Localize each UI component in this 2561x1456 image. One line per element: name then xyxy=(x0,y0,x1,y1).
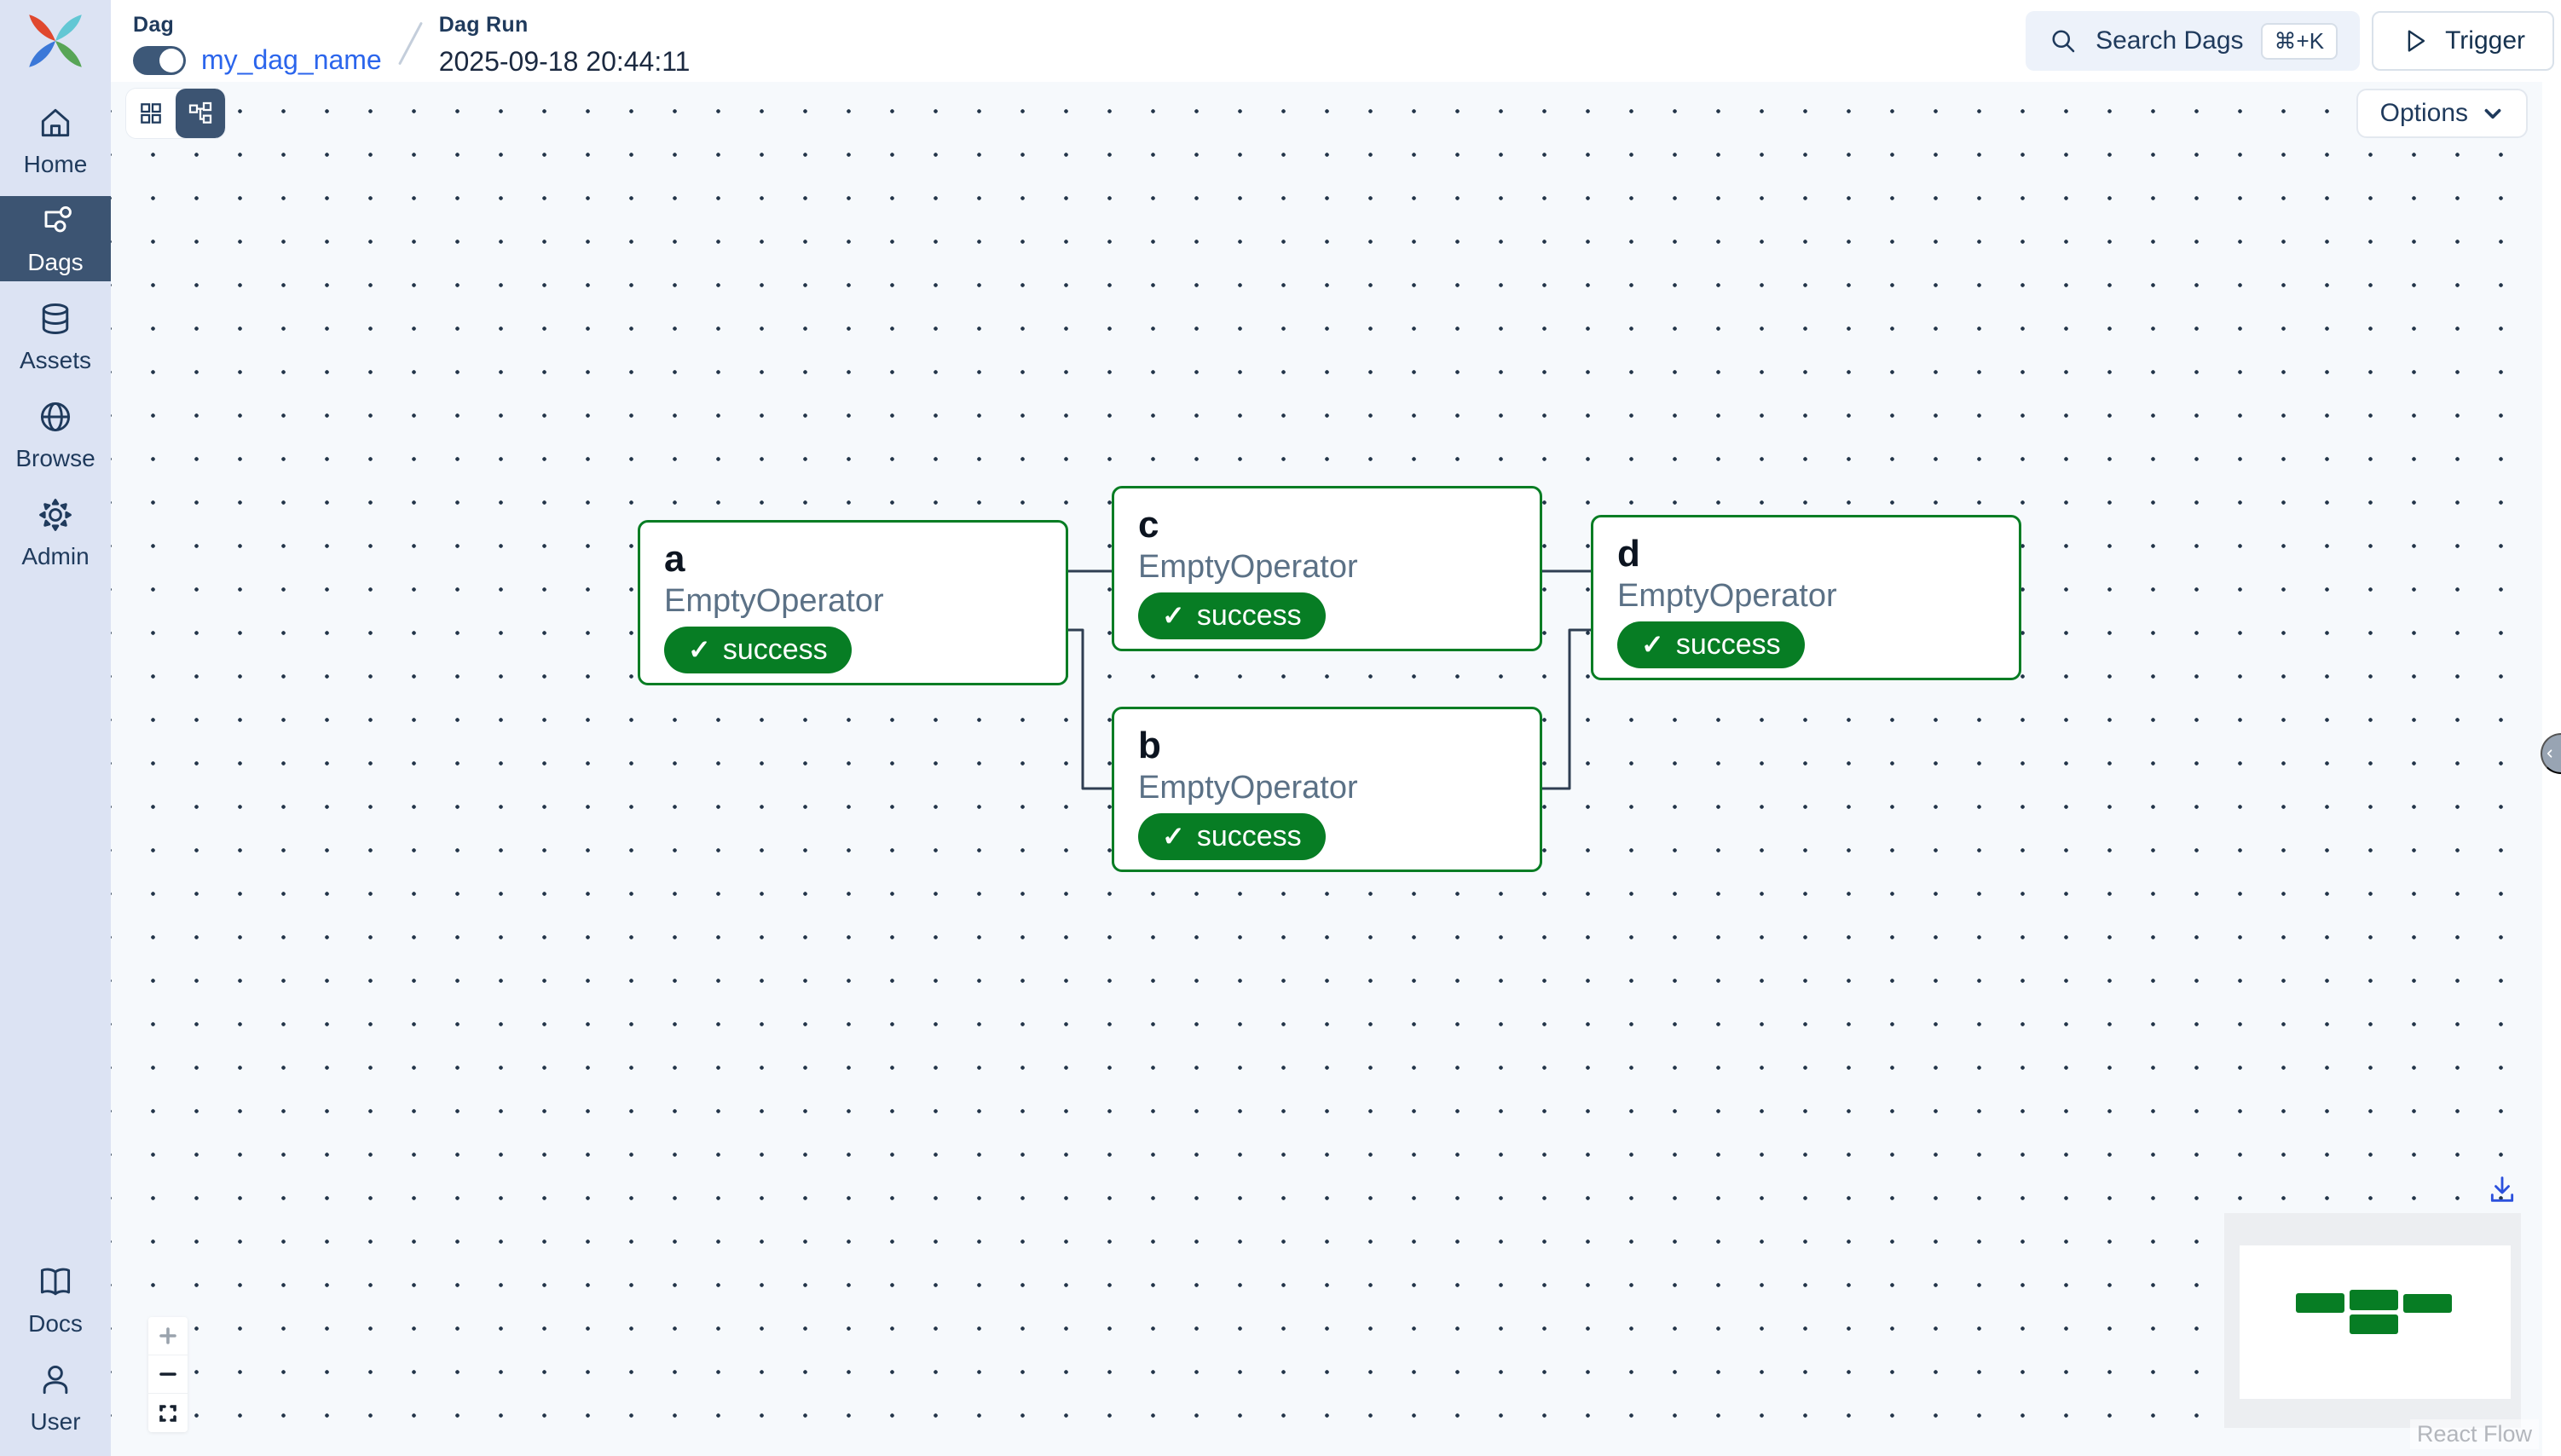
dag-run-label: Dag Run xyxy=(438,13,529,37)
check-icon: ✓ xyxy=(688,634,711,666)
download-image-button[interactable] xyxy=(2483,1171,2521,1209)
options-button[interactable]: Options xyxy=(2356,89,2528,138)
sidebar-nav: Home Dags Assets Browse xyxy=(0,85,111,575)
search-icon xyxy=(2052,30,2075,53)
sidebar: Home Dags Assets Browse xyxy=(0,0,111,1456)
task-operator: EmptyOperator xyxy=(1617,577,1837,614)
minimap-node-a xyxy=(2296,1293,2344,1313)
chevron-down-icon xyxy=(2484,108,2501,119)
play-icon xyxy=(2408,30,2425,52)
minimap-node-c xyxy=(2350,1290,2398,1310)
fit-view-icon xyxy=(159,1404,176,1422)
sidebar-item-admin[interactable]: Admin xyxy=(0,490,111,575)
grid-icon xyxy=(141,103,161,124)
options-label: Options xyxy=(2379,99,2468,127)
grid-view-button[interactable] xyxy=(126,89,176,138)
workflow-icon xyxy=(188,101,212,124)
view-toggle xyxy=(126,89,225,138)
task-id: d xyxy=(1617,533,1640,575)
check-icon: ✓ xyxy=(1162,821,1185,852)
airflow-logo[interactable] xyxy=(0,0,111,82)
sidebar-item-label: Dags xyxy=(27,249,84,275)
task-node-a[interactable]: a EmptyOperator ✓ success xyxy=(638,520,1068,685)
graph-view-button[interactable] xyxy=(176,89,225,138)
sidebar-item-dags[interactable]: Dags xyxy=(0,196,111,281)
dag-pause-toggle[interactable] xyxy=(133,45,186,75)
open-panel-button[interactable] xyxy=(2541,733,2561,774)
user-icon xyxy=(36,1361,75,1400)
header-actions: Search Dags ⌘+K Trigger xyxy=(2026,11,2561,71)
minimap[interactable] xyxy=(2224,1213,2521,1428)
status-text: success xyxy=(1196,598,1302,632)
status-badge: ✓ success xyxy=(1138,812,1326,860)
sidebar-item-docs[interactable]: Docs xyxy=(0,1257,111,1343)
status-badge: ✓ success xyxy=(1138,592,1326,639)
task-operator: EmptyOperator xyxy=(1138,548,1358,585)
breadcrumb-dag: Dag my_dag_name xyxy=(133,4,382,76)
minimap-node-d xyxy=(2403,1294,2452,1313)
dag-run-timestamp: 2025-09-18 20:44:11 xyxy=(438,46,691,77)
task-node-b[interactable]: b EmptyOperator ✓ success xyxy=(1112,707,1542,872)
status-text: success xyxy=(722,633,828,666)
trigger-label: Trigger xyxy=(2445,26,2525,55)
task-operator: EmptyOperator xyxy=(664,582,884,619)
sidebar-item-label: Browse xyxy=(15,445,95,471)
search-label: Search Dags xyxy=(2096,26,2244,55)
chevron-left-icon xyxy=(2547,749,2552,758)
search-shortcut-kbd: ⌘+K xyxy=(2260,22,2338,60)
task-node-d[interactable]: d EmptyOperator ✓ success xyxy=(1591,515,2021,680)
task-id: b xyxy=(1138,725,1161,766)
task-operator: EmptyOperator xyxy=(1138,769,1358,806)
search-dags-button[interactable]: Search Dags ⌘+K xyxy=(2026,11,2361,71)
trigger-button[interactable]: Trigger xyxy=(2372,11,2554,71)
sidebar-item-label: User xyxy=(30,1408,81,1435)
home-icon xyxy=(36,103,75,142)
task-id: a xyxy=(664,538,685,580)
airflow-pinwheel-icon xyxy=(29,14,82,67)
task-id: c xyxy=(1138,504,1159,546)
check-icon: ✓ xyxy=(1641,629,1664,661)
check-icon: ✓ xyxy=(1162,600,1185,632)
zoom-controls xyxy=(148,1317,188,1432)
minimap-node-b xyxy=(2350,1314,2398,1334)
task-node-c[interactable]: c EmptyOperator ✓ success xyxy=(1112,486,1542,651)
gear-icon xyxy=(36,495,75,534)
status-badge: ✓ success xyxy=(664,626,852,673)
sidebar-item-home[interactable]: Home xyxy=(0,98,111,183)
breadcrumb-dag-run: Dag Run 2025-09-18 20:44:11 xyxy=(439,4,691,78)
header: Dag my_dag_name Dag Run 2025-09-18 20:44… xyxy=(111,0,2561,82)
sidebar-item-assets[interactable]: Assets xyxy=(0,294,111,379)
toggle-knob xyxy=(159,48,183,72)
sidebar-item-label: Home xyxy=(23,151,88,177)
edge-b-d xyxy=(1542,628,1591,790)
sidebar-item-label: Admin xyxy=(21,543,90,569)
dag-label: Dag xyxy=(133,13,175,37)
breadcrumb: Dag my_dag_name Dag Run 2025-09-18 20:44… xyxy=(111,4,690,78)
graph-canvas[interactable]: Options a EmptyOperator ✓ success c Empt… xyxy=(111,82,2561,1456)
dag-name-link[interactable]: my_dag_name xyxy=(201,44,382,75)
react-flow-attribution: React Flow xyxy=(2409,1419,2539,1449)
sidebar-item-user[interactable]: User xyxy=(0,1355,111,1441)
globe-icon xyxy=(36,397,75,436)
plus-icon xyxy=(159,1327,176,1344)
sidebar-item-label: Docs xyxy=(28,1310,83,1337)
minus-icon xyxy=(159,1372,176,1376)
sidebar-item-browse[interactable]: Browse xyxy=(0,392,111,477)
edge-a-b xyxy=(1068,628,1112,790)
status-badge: ✓ success xyxy=(1617,621,1805,668)
zoom-out-button[interactable] xyxy=(148,1355,188,1394)
status-text: success xyxy=(1675,627,1781,661)
zoom-in-button[interactable] xyxy=(148,1317,188,1355)
download-icon xyxy=(2490,1176,2514,1202)
status-text: success xyxy=(1196,819,1302,852)
book-icon xyxy=(36,1262,75,1302)
sidebar-bottom: Docs User xyxy=(0,1245,111,1456)
dag-icon xyxy=(36,201,75,240)
breadcrumb-separator xyxy=(397,21,423,66)
sidebar-item-label: Assets xyxy=(19,347,92,373)
database-icon xyxy=(36,299,75,338)
fit-view-button[interactable] xyxy=(148,1394,188,1432)
